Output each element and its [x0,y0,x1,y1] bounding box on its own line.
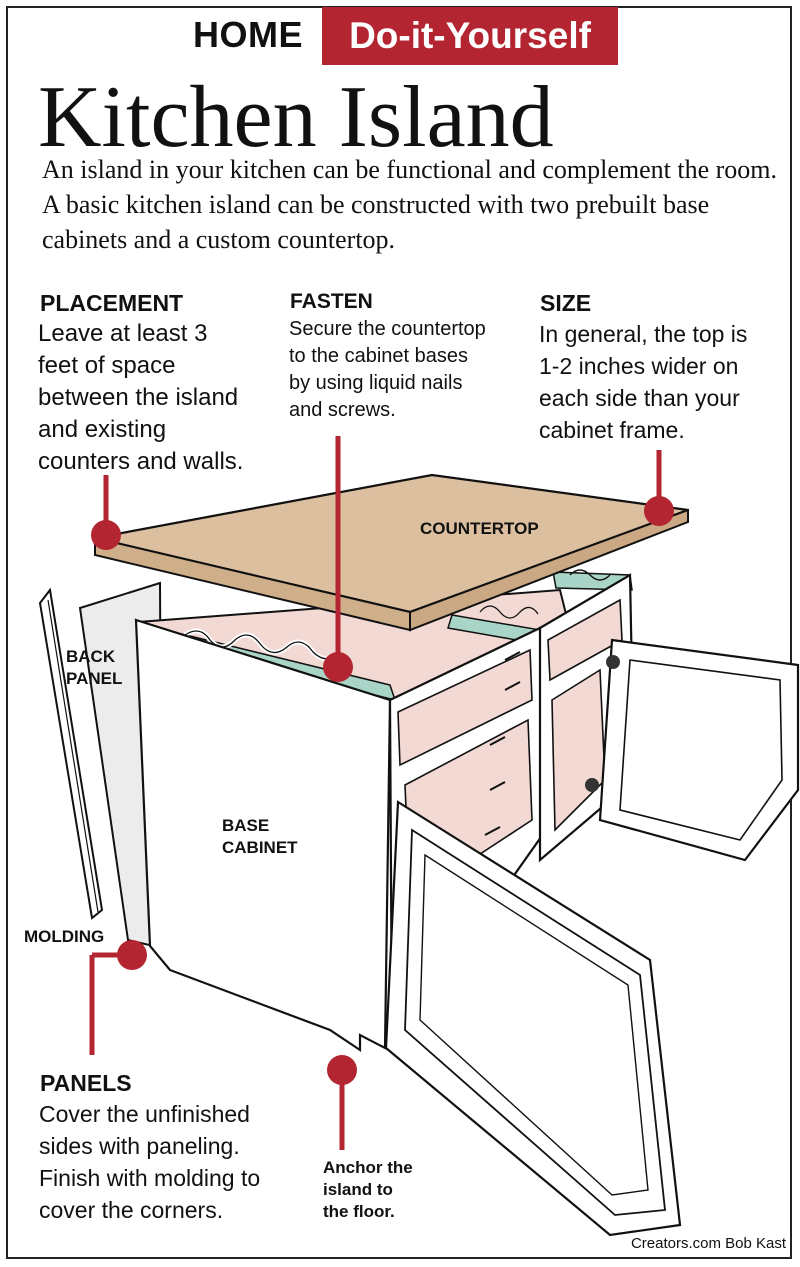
intro-text: An island in your kitchen can be functio… [42,155,778,254]
countertop-drawing [94,473,689,632]
panels-heading: PANELS [40,1070,132,1096]
placement-text: Leave at least 3 feet of space between t… [38,320,244,475]
molding-drawing [38,587,104,920]
header-section-badge: Do-it-Yourself [322,7,618,65]
callout-markers [89,436,674,1150]
fasten-heading: FASTEN [290,290,373,313]
size-text: In general, the top is 1-2 inches wider … [539,321,748,443]
base-cabinet-label: BASE CABINET [222,816,298,857]
molding-label: MOLDING [24,927,105,946]
anchor-label: Anchor the island to the floor. [323,1158,413,1221]
countertop-label: COUNTERTOP [420,519,539,538]
panels-text: Cover the unfinished sides with paneling… [39,1101,261,1223]
placement-heading: PLACEMENT [40,290,184,316]
fasten-text: Secure the countertop to the cabinet bas… [289,318,486,421]
base-cabinet-drawing [134,569,800,1237]
size-heading: SIZE [540,290,592,316]
header-home: HOME [193,14,303,55]
credit-line: Creators.com Bob Kast [630,1235,786,1252]
back-panel-label: BACK PANEL [66,647,123,688]
page-title: Kitchen Island [38,69,554,166]
